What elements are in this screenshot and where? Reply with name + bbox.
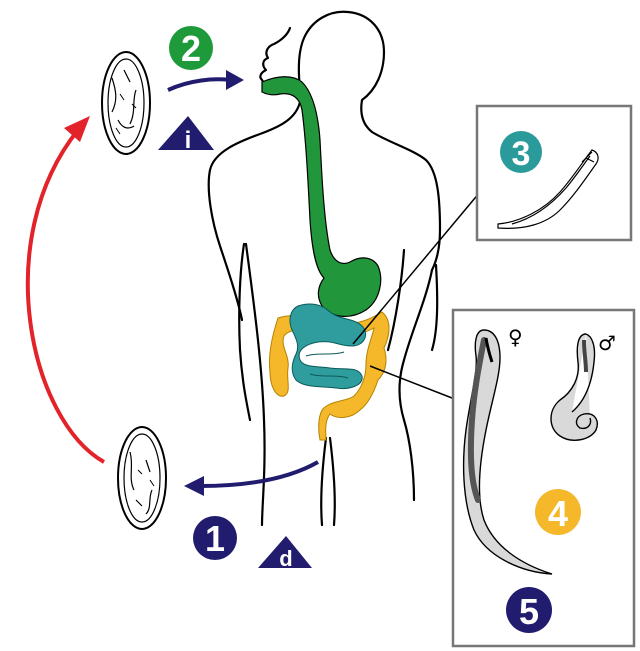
excretion-arrow	[184, 460, 319, 496]
large-intestine	[269, 311, 390, 441]
larva-icon	[497, 149, 599, 229]
adults-panel: ♀ ♂ 4 5	[451, 308, 636, 648]
digestive-tract	[261, 76, 390, 441]
esophagus	[261, 76, 382, 317]
stage-4-label: 4	[548, 493, 568, 534]
male-symbol: ♂	[598, 331, 616, 355]
human-silhouette-icon	[207, 10, 442, 527]
stage-2-badge: 2	[169, 26, 213, 70]
stage-1-label: 1	[205, 518, 225, 559]
autoinfection-arrow	[25, 116, 105, 464]
stage-2-label: 2	[181, 28, 201, 69]
diagnostic-label: d	[279, 546, 292, 571]
stage-5-badge: 5	[506, 587, 552, 633]
male-worm-icon	[550, 333, 598, 441]
stage-1-badge: 1	[193, 516, 237, 560]
small-intestine	[289, 303, 367, 389]
infective-label: i	[185, 127, 192, 154]
stage-5-label: 5	[519, 591, 539, 632]
egg-icon	[101, 51, 151, 155]
infective-stage-marker: i	[158, 116, 214, 154]
stage-4-badge: 4	[535, 489, 581, 535]
stage-3-label: 3	[512, 135, 531, 173]
female-worm-icon	[462, 329, 553, 575]
diagnostic-stage-marker: d	[258, 536, 312, 571]
ingestion-arrow	[167, 70, 244, 92]
larva-panel: 3	[475, 104, 633, 242]
female-symbol: ♀	[508, 325, 523, 349]
egg-icon	[117, 426, 167, 530]
